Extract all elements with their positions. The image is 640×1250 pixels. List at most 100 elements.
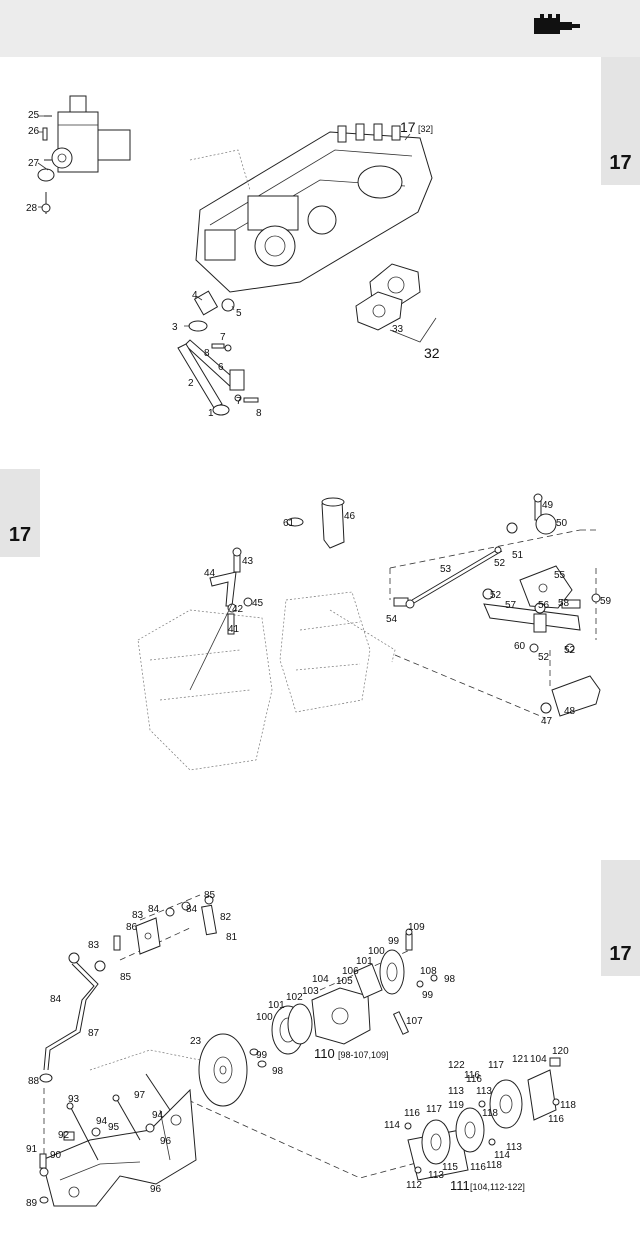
part-label: 59 — [600, 596, 612, 607]
part-label: 84 — [50, 994, 62, 1005]
part-label: 94 — [152, 1110, 164, 1121]
part-label: 82 — [220, 912, 232, 923]
part-label: 117 — [488, 1060, 504, 1071]
part-label: 98 — [272, 1066, 284, 1077]
part-label: 32 — [424, 345, 440, 361]
part-label: 94 — [96, 1116, 108, 1127]
part-label: 58 — [558, 598, 570, 609]
part-label: 116 — [466, 1074, 482, 1085]
part-label: 2 — [188, 378, 194, 389]
group-range: [98-107,109] — [338, 1050, 389, 1060]
part-label: 122 — [448, 1060, 465, 1071]
part-label: 52 — [564, 645, 576, 656]
group-range: [104,112-122] — [470, 1182, 525, 1192]
part-label: 88 — [28, 1076, 40, 1087]
part-label: 85 — [120, 972, 132, 983]
part-label: 89 — [26, 1198, 38, 1209]
part-label: 8 — [256, 408, 262, 419]
pulley-bracket-assembly: 81 82 83 83 84 84 84 85 85 86 87 88 89 9… — [26, 890, 576, 1209]
part-label: 113 — [428, 1170, 444, 1181]
part-label: 48 — [564, 706, 576, 717]
section-tab[interactable]: 17 — [601, 57, 640, 185]
pump-body — [189, 123, 433, 293]
part-label: 52 — [538, 652, 550, 663]
part-label: 99 — [422, 990, 434, 1001]
part-label: 121 — [512, 1054, 529, 1065]
part-label: 51 — [512, 550, 524, 561]
part-label: 105 — [336, 976, 353, 987]
section-tab-label: 17 — [609, 152, 632, 174]
throttle-linkage-assembly: 41 42 43 44 45 46 61 47 48 49 50 51 52 5… — [137, 493, 612, 771]
part-label: 90 — [50, 1150, 62, 1161]
part-label: 103 — [302, 986, 319, 997]
part-label: 99 — [388, 936, 400, 947]
part-label: 47 — [541, 716, 553, 727]
part-label: 56 — [538, 600, 550, 611]
part-label: 84 — [186, 904, 198, 915]
part-label: 97 — [134, 1090, 146, 1101]
part-label: 54 — [386, 614, 398, 625]
part-label: 33 — [392, 324, 404, 335]
part-label: 95 — [108, 1122, 120, 1133]
part-label: 83 — [88, 940, 100, 951]
part-label: 81 — [226, 932, 238, 943]
section-tab-label: 17 — [8, 524, 32, 546]
part-label: 99 — [256, 1050, 268, 1061]
part-label: 118 — [482, 1108, 498, 1119]
injection-pump-assembly: 25 26 27 28 1 2 3 4 5 6 7 7 8 8 33 32 17… — [26, 95, 440, 419]
part-label: 107 — [406, 1016, 423, 1027]
engine-outline — [137, 591, 396, 771]
part-label: 113 — [448, 1086, 464, 1097]
fuel-pipe-group — [177, 290, 259, 416]
part-label: 116 — [404, 1108, 420, 1119]
part-label: 109 — [408, 922, 425, 933]
section-tab[interactable]: 17 — [0, 469, 40, 557]
part-label: 120 — [552, 1046, 569, 1057]
part-label: 100 — [368, 946, 385, 957]
part-label: 27 — [28, 158, 40, 169]
part-label: 113 — [506, 1142, 522, 1153]
part-label: 3 — [172, 322, 178, 333]
cover-and-gasket — [355, 263, 437, 343]
part-label: 108 — [420, 966, 437, 977]
part-label: 49 — [542, 500, 554, 511]
group-range: [32] — [418, 124, 433, 134]
part-label: 114 — [384, 1120, 400, 1131]
part-label: 52 — [490, 590, 502, 601]
part-label: 43 — [242, 556, 254, 567]
part-label: 57 — [505, 600, 517, 611]
part-label: 42 — [232, 604, 244, 615]
part-label: 41 — [228, 624, 240, 635]
part-label: 104 — [312, 974, 329, 985]
part-label: 118 — [560, 1100, 576, 1111]
part-label: 53 — [440, 564, 452, 575]
leader-lines-top — [37, 115, 411, 327]
group-number: 110 — [314, 1046, 335, 1061]
section-tab[interactable]: 17 — [601, 860, 640, 976]
part-label: 55 — [554, 570, 566, 581]
part-label: 114 — [494, 1150, 510, 1161]
part-label: 60 — [514, 641, 526, 652]
part-label: 28 — [26, 203, 38, 214]
part-label: 116 — [548, 1114, 564, 1125]
part-label: 102 — [286, 992, 303, 1003]
part-label: 119 — [448, 1100, 464, 1111]
part-label: 112 — [406, 1180, 422, 1191]
part-label: 92 — [58, 1130, 70, 1141]
section-tab-label: 17 — [609, 943, 632, 965]
header-strip — [0, 0, 640, 57]
part-label: 116 — [464, 1070, 480, 1081]
part-label: 5 — [236, 308, 242, 319]
part-label: 26 — [28, 126, 40, 137]
part-label: 52 — [494, 558, 506, 569]
part-label: 7 — [236, 396, 242, 407]
part-label: 50 — [556, 518, 568, 529]
part-label: 46 — [344, 511, 356, 522]
part-label: 93 — [68, 1094, 80, 1105]
part-label: 83 — [132, 910, 144, 921]
part-label: 6 — [218, 362, 224, 373]
part-label: 61 — [283, 518, 295, 529]
part-label: 4 — [192, 290, 198, 301]
part-label: 118 — [486, 1160, 502, 1171]
